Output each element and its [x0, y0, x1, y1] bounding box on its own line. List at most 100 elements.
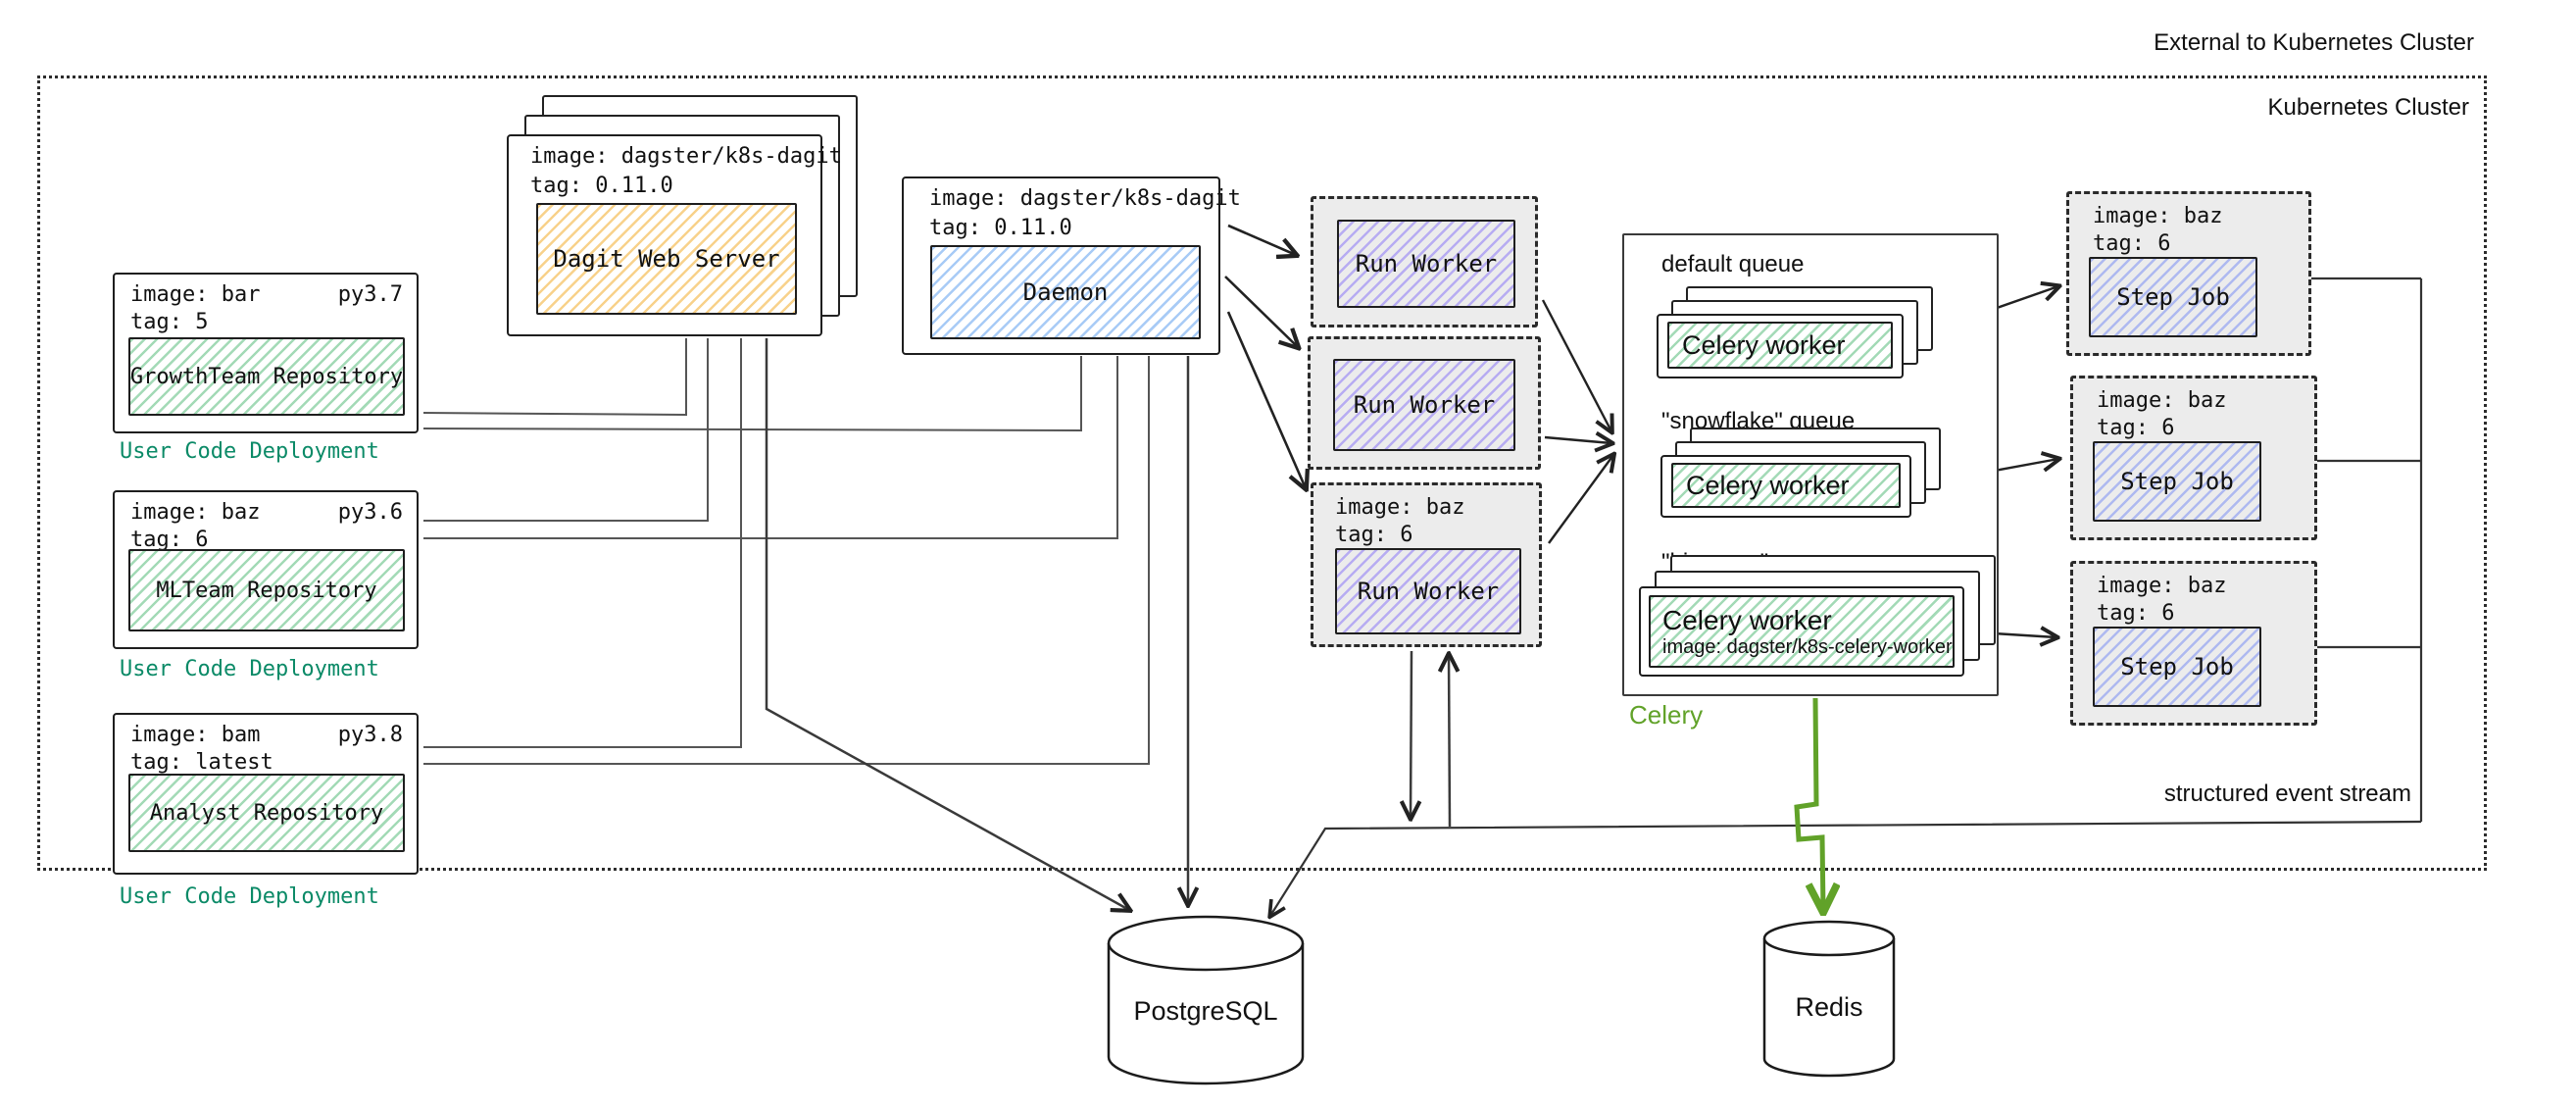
default-queue-label: default queue: [1661, 251, 1805, 277]
run-worker-2-label: Run Worker: [1353, 391, 1496, 419]
dagit-image: image: dagster/k8s-dagit: [530, 144, 842, 169]
run-worker-3: image: baz tag: 6 Run Worker: [1311, 482, 1542, 647]
run-worker-1: Run Worker: [1311, 196, 1538, 327]
wire-dagit-repo3: [423, 338, 742, 748]
deployment1-repo-label: GrowthTeam Repository: [129, 364, 404, 389]
deployment1-tag: tag: 5: [130, 310, 209, 334]
arrow-runworker1-celery: [1541, 299, 1611, 431]
event-stream-wires: [1270, 277, 2423, 916]
deployment2-repo-label: MLTeam Repository: [156, 578, 377, 603]
run-worker-3-image: image: baz: [1335, 495, 1465, 520]
run-worker-2-box: Run Worker: [1333, 359, 1515, 451]
wire-runworker-postgres-down: [1411, 650, 1412, 818]
deployment1-python: py3.7: [337, 282, 403, 307]
deployment2-tag: tag: 6: [130, 528, 209, 552]
daemon-image: image: dagster/k8s-dagit: [929, 186, 1241, 211]
wire-postgres-runworker-up: [1449, 655, 1450, 828]
celery-caption: Celery: [1629, 700, 1704, 730]
deployment3-tag: tag: latest: [130, 750, 273, 775]
wire-dagit-repo2: [423, 338, 709, 522]
deployment1-caption: User Code Deployment: [120, 439, 379, 464]
wire-daemon-repo3: [423, 356, 1150, 765]
wire-eventstream-postgres: [1270, 820, 2422, 916]
arrow-daemon-runworker1: [1227, 224, 1296, 255]
celery-container: default queue Celery worker "snowflake" …: [1622, 233, 1999, 696]
wire-dagit-repo1: [422, 338, 687, 417]
run-worker-2: Run Worker: [1308, 336, 1541, 470]
dagit-web-server-box: Dagit Web Server: [536, 203, 797, 315]
redis-label: Redis: [1795, 992, 1863, 1022]
run-worker-1-box: Run Worker: [1337, 220, 1515, 308]
external-cluster-label: External to Kubernetes Cluster: [2154, 29, 2474, 56]
wire-daemon-repo2: [423, 356, 1118, 539]
arrow-daemon-runworker2: [1224, 276, 1298, 347]
step-job-1-label: Step Job: [2116, 283, 2230, 311]
mlteam-repository-box: MLTeam Repository: [128, 549, 405, 631]
celery-worker-2-label: Celery worker: [1686, 470, 1850, 500]
structured-event-stream-label: structured event stream: [2163, 781, 2411, 807]
step-job-3: image: baz tag: 6 Step Job: [2070, 561, 2317, 726]
arrow-runworker3-celery: [1548, 455, 1613, 544]
arrow-celery-redis: [1794, 697, 1823, 910]
dagit-label: Dagit Web Server: [553, 245, 780, 273]
daemon-pod: image: dagster/k8s-dagit tag: 0.11.0 Dae…: [902, 176, 1241, 355]
step-job-2-label: Step Job: [2120, 468, 2234, 495]
dagit-pod: image: dagster/k8s-dagit tag: 0.11.0 Dag…: [507, 134, 842, 336]
celery-worker-2-pod: Celery worker: [1660, 455, 1911, 518]
celery-worker-1-label: Celery worker: [1682, 329, 1846, 360]
postgres-label: PostgreSQL: [1133, 996, 1278, 1026]
run-worker-3-label: Run Worker: [1357, 578, 1500, 605]
postgres-cylinder: [1107, 915, 1305, 1085]
wire-dagit-postgres: [765, 338, 1129, 910]
dagit-tag: tag: 0.11.0: [530, 174, 673, 198]
celery-worker-2-box: Celery worker: [1671, 463, 1901, 508]
step-job-3-label: Step Job: [2120, 653, 2234, 680]
step-job-1: image: baz tag: 6 Step Job: [2066, 191, 2311, 356]
deployment1-image: image: bar: [130, 282, 261, 307]
arrow-daemon-runworker3: [1226, 311, 1306, 488]
user-code-deployment-2: image: baz py3.6 tag: 6 MLTeam Repositor…: [113, 490, 419, 649]
run-worker-1-label: Run Worker: [1355, 250, 1498, 277]
step-job-2-tag: tag: 6: [2097, 416, 2175, 440]
growthteam-repository-box: GrowthTeam Repository: [128, 337, 405, 416]
celery-worker-1-box: Celery worker: [1667, 322, 1893, 369]
step-job-3-tag: tag: 6: [2097, 601, 2175, 626]
daemon-label: Daemon: [1022, 278, 1109, 306]
run-worker-3-tag: tag: 6: [1335, 523, 1413, 547]
step-job-1-box: Step Job: [2089, 257, 2257, 337]
wire-daemon-repo1: [422, 356, 1082, 432]
celery-worker-3-label: Celery worker: [1662, 604, 1832, 635]
runworker-celery-arrows: [1541, 299, 1613, 544]
daemon-runworker-arrows: [1224, 224, 1306, 488]
deployment3-repo-label: Analyst Repository: [149, 800, 384, 826]
analyst-repository-box: Analyst Repository: [128, 774, 405, 852]
step-job-3-image: image: baz: [2097, 574, 2227, 598]
user-code-deployment-1: image: bar py3.7 tag: 5 GrowthTeam Repos…: [113, 273, 419, 433]
run-worker-3-box: Run Worker: [1335, 548, 1521, 634]
db-wires: [765, 338, 1450, 910]
grpc-wires: [422, 338, 1150, 765]
step-job-2-image: image: baz: [2097, 388, 2227, 413]
celery-worker-3-image: image: dagster/k8s-celery-worker: [1662, 635, 1953, 658]
daemon-box: Daemon: [930, 245, 1201, 339]
arrow-runworker2-celery: [1544, 437, 1611, 443]
redis-cylinder: [1762, 920, 1896, 1078]
step-job-3-box: Step Job: [2093, 627, 2261, 707]
deployment3-python: py3.8: [337, 723, 403, 747]
celery-worker-3-pod: Celery worker image: dagster/k8s-celery-…: [1639, 586, 1964, 677]
kubernetes-cluster-boundary: [37, 76, 2487, 871]
celery-worker-3-box: Celery worker image: dagster/k8s-celery-…: [1649, 595, 1955, 668]
deployment2-image: image: baz: [130, 500, 261, 525]
deployment3-caption: User Code Deployment: [120, 884, 379, 909]
deployment2-python: py3.6: [337, 500, 403, 525]
deployment2-caption: User Code Deployment: [120, 657, 379, 681]
step-job-1-image: image: baz: [2093, 204, 2223, 228]
deployment3-image: image: bam: [130, 723, 261, 747]
celery-worker-1-pod: Celery worker: [1657, 314, 1904, 378]
daemon-tag: tag: 0.11.0: [929, 216, 1072, 240]
step-job-1-tag: tag: 6: [2093, 231, 2171, 256]
step-job-2-box: Step Job: [2093, 441, 2261, 522]
step-job-2: image: baz tag: 6 Step Job: [2070, 376, 2317, 540]
